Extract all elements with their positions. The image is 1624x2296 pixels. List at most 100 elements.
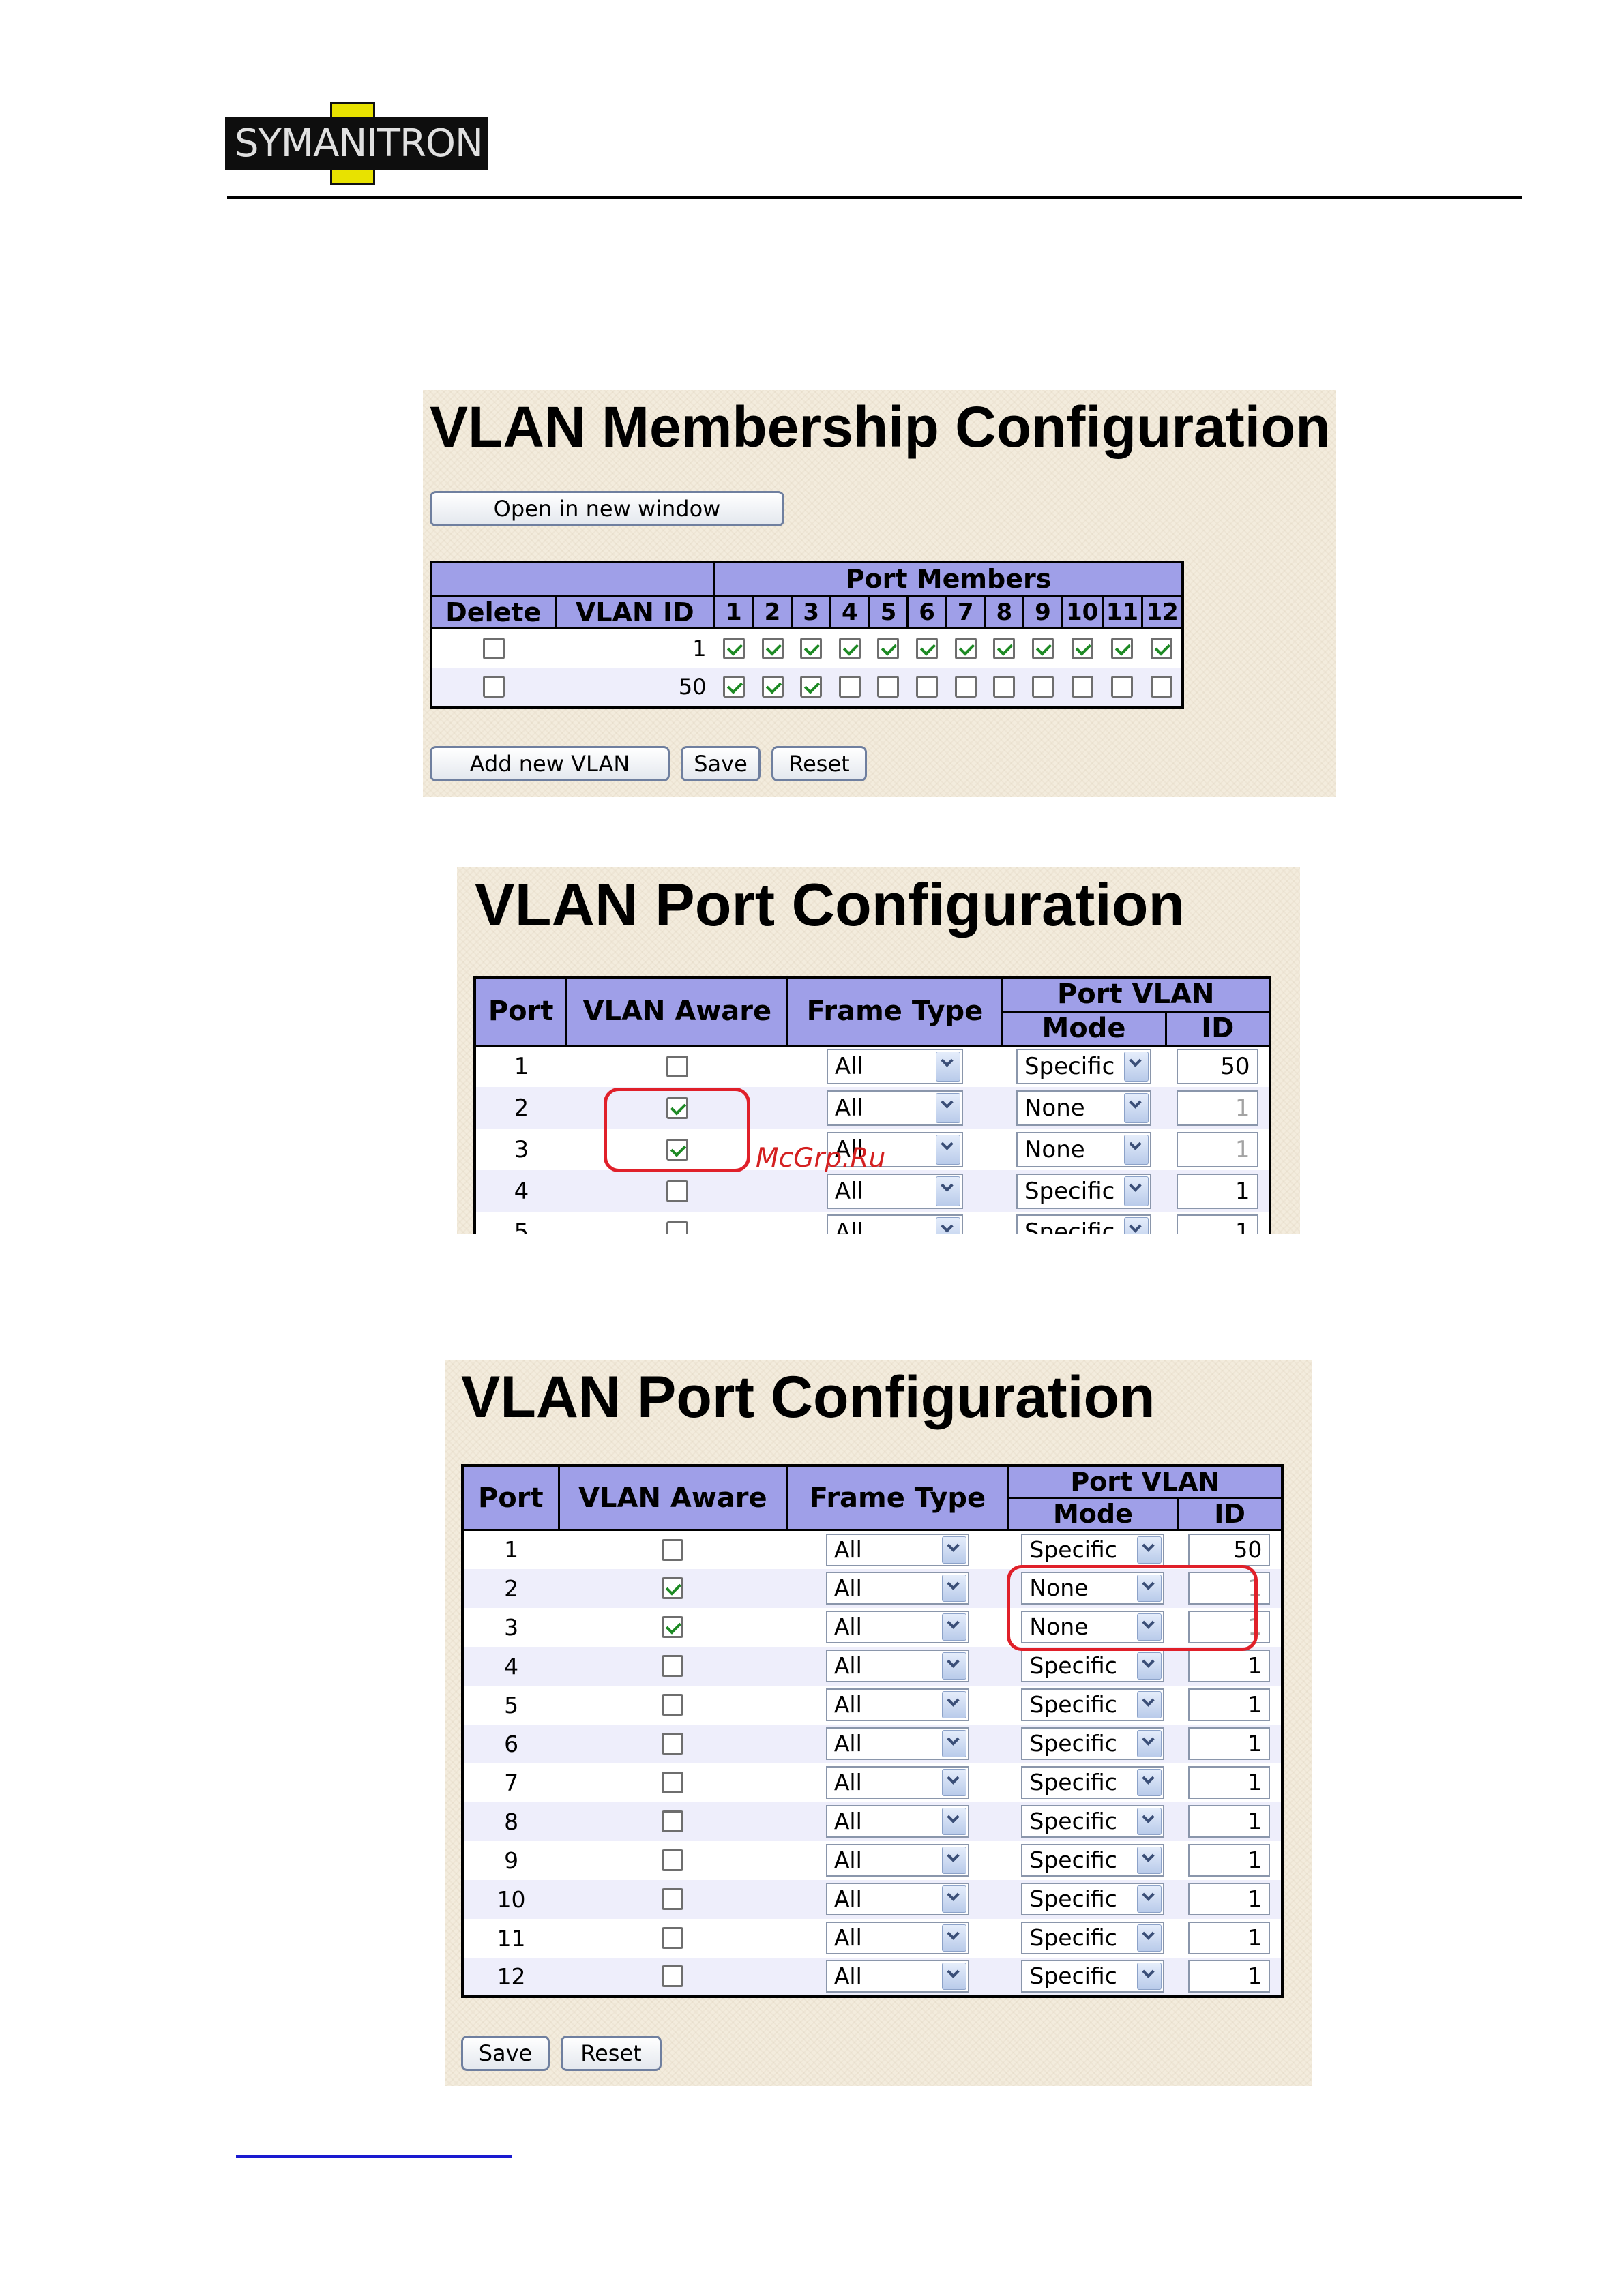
pvid-input[interactable]: 1 [1176, 1090, 1258, 1126]
mode-select[interactable]: Specific [1021, 1533, 1165, 1566]
mode-select[interactable]: Specific [1016, 1049, 1151, 1085]
port-config-save-button[interactable]: Save [461, 2036, 550, 2071]
mode-select[interactable]: Specific [1016, 1214, 1151, 1234]
mode-select[interactable]: Specific [1021, 1688, 1165, 1721]
mode-cell: Specific [1008, 1530, 1178, 1569]
vlan-aware-checkbox[interactable] [666, 1056, 688, 1078]
port-member-checkbox[interactable] [916, 676, 939, 698]
frame-type-select[interactable]: All [825, 1688, 969, 1721]
mode-select[interactable]: Specific [1016, 1173, 1151, 1209]
pvid-input[interactable]: 1 [1188, 1922, 1271, 1954]
port-member-checkbox[interactable] [993, 637, 1016, 659]
port-member-checkbox[interactable] [1111, 637, 1134, 659]
mode-select[interactable]: None [1016, 1131, 1151, 1167]
port-member-checkbox[interactable] [1031, 637, 1054, 659]
vlan-aware-checkbox[interactable] [662, 1733, 684, 1755]
mode-select[interactable]: Specific [1021, 1805, 1165, 1838]
frame-type-select[interactable]: All [825, 1650, 969, 1682]
frame-type-select[interactable]: All [825, 1922, 969, 1954]
vlan-aware-checkbox[interactable] [666, 1138, 688, 1161]
port-member-checkbox[interactable] [761, 637, 784, 659]
frame-type-select[interactable]: All [825, 1572, 969, 1605]
add-new-vlan-button[interactable]: Add new VLAN [430, 746, 670, 781]
pvid-input[interactable]: 1 [1176, 1214, 1258, 1234]
vlan-aware-checkbox[interactable] [662, 1655, 684, 1677]
frame-type-select[interactable]: All [825, 1960, 969, 1993]
frame-type-select[interactable]: All [825, 1883, 969, 1915]
delete-checkbox[interactable] [483, 637, 505, 659]
pvid-input[interactable]: 1 [1188, 1883, 1271, 1915]
port-member-checkbox[interactable] [877, 637, 900, 659]
mode-select[interactable]: Specific [1021, 1922, 1165, 1954]
port-member-checkbox[interactable] [1031, 676, 1054, 698]
port-member-checkbox[interactable] [1151, 676, 1173, 698]
frame-type-select[interactable]: All [826, 1173, 963, 1209]
port-member-checkbox[interactable] [1151, 637, 1173, 659]
pvid-input[interactable]: 1 [1188, 1727, 1271, 1760]
delete-checkbox[interactable] [483, 676, 505, 698]
port-member-checkbox[interactable] [1111, 676, 1134, 698]
vlan-aware-checkbox[interactable] [662, 1927, 684, 1949]
port-member-checkbox[interactable] [800, 676, 823, 698]
frame-type-select[interactable]: All [826, 1214, 963, 1234]
port-config-reset-button[interactable]: Reset [561, 2036, 662, 2071]
port-member-checkbox[interactable] [954, 676, 977, 698]
vlan-aware-checkbox[interactable] [662, 1849, 684, 1871]
vlan-aware-checkbox[interactable] [662, 1538, 684, 1561]
port-member-checkbox[interactable] [1071, 676, 1093, 698]
port-member-checkbox[interactable] [761, 676, 784, 698]
port-member-checkbox[interactable] [993, 676, 1016, 698]
pvid-input[interactable]: 1 [1188, 1960, 1271, 1993]
mode-select[interactable]: Specific [1021, 1727, 1165, 1760]
vlan-aware-checkbox[interactable] [662, 1577, 684, 1599]
port-member-checkbox[interactable] [877, 676, 900, 698]
pvid-input[interactable]: 1 [1188, 1766, 1271, 1799]
mode-select[interactable]: None [1016, 1090, 1151, 1126]
vlan-aware-checkbox[interactable] [662, 1772, 684, 1793]
port-member-checkbox[interactable] [954, 637, 977, 659]
mode-select[interactable]: Specific [1021, 1844, 1165, 1877]
port-member-checkbox[interactable] [916, 637, 939, 659]
mode-select[interactable]: Specific [1021, 1883, 1165, 1915]
pvid-input[interactable]: 1 [1188, 1805, 1271, 1838]
vlan-aware-checkbox[interactable] [666, 1221, 688, 1234]
mode-select[interactable]: Specific [1021, 1766, 1165, 1799]
mode-select[interactable]: None [1021, 1572, 1165, 1605]
frame-type-select[interactable]: All [825, 1611, 969, 1643]
pvid-input[interactable]: 50 [1188, 1533, 1271, 1566]
vlan-aware-checkbox[interactable] [662, 1616, 684, 1638]
pvid-input[interactable]: 1 [1188, 1688, 1271, 1721]
frame-type-select[interactable]: All [825, 1727, 969, 1760]
frame-type-select[interactable]: All [826, 1090, 963, 1126]
port-member-checkbox[interactable] [722, 676, 745, 698]
pvid-input[interactable]: 1 [1176, 1173, 1258, 1209]
pvid-input[interactable]: 1 [1176, 1131, 1258, 1167]
frame-type-select[interactable]: All [826, 1049, 963, 1085]
frame-type-select[interactable]: All [825, 1533, 969, 1566]
port-member-checkbox[interactable] [800, 637, 823, 659]
vlan-aware-checkbox[interactable] [666, 1180, 688, 1202]
pvid-input[interactable]: 50 [1176, 1049, 1258, 1085]
vlan-aware-checkbox[interactable] [662, 1888, 684, 1910]
mode-select[interactable]: Specific [1021, 1960, 1165, 1993]
pvid-input[interactable]: 1 [1188, 1844, 1271, 1877]
port-member-checkbox[interactable] [838, 637, 861, 659]
vlan-aware-checkbox[interactable] [662, 1694, 684, 1716]
logo-bar-bottom [330, 170, 375, 185]
port-member-checkbox[interactable] [722, 637, 745, 659]
frame-type-select[interactable]: All [825, 1805, 969, 1838]
frame-type-select[interactable]: All [826, 1131, 963, 1167]
vlan-aware-checkbox[interactable] [662, 1965, 684, 1987]
pvid-input[interactable]: 1 [1188, 1650, 1271, 1682]
membership-save-button[interactable]: Save [681, 746, 761, 781]
membership-reset-button[interactable]: Reset [771, 746, 867, 781]
mode-select[interactable]: None [1021, 1611, 1165, 1643]
mode-select[interactable]: Specific [1021, 1650, 1165, 1682]
open-new-window-button[interactable]: Open in new window [430, 491, 784, 526]
frame-type-select[interactable]: All [825, 1766, 969, 1799]
port-member-checkbox[interactable] [838, 676, 861, 698]
frame-type-select[interactable]: All [825, 1844, 969, 1877]
port-member-checkbox[interactable] [1071, 637, 1093, 659]
vlan-aware-checkbox[interactable] [662, 1810, 684, 1832]
vlan-aware-checkbox[interactable] [666, 1097, 688, 1119]
